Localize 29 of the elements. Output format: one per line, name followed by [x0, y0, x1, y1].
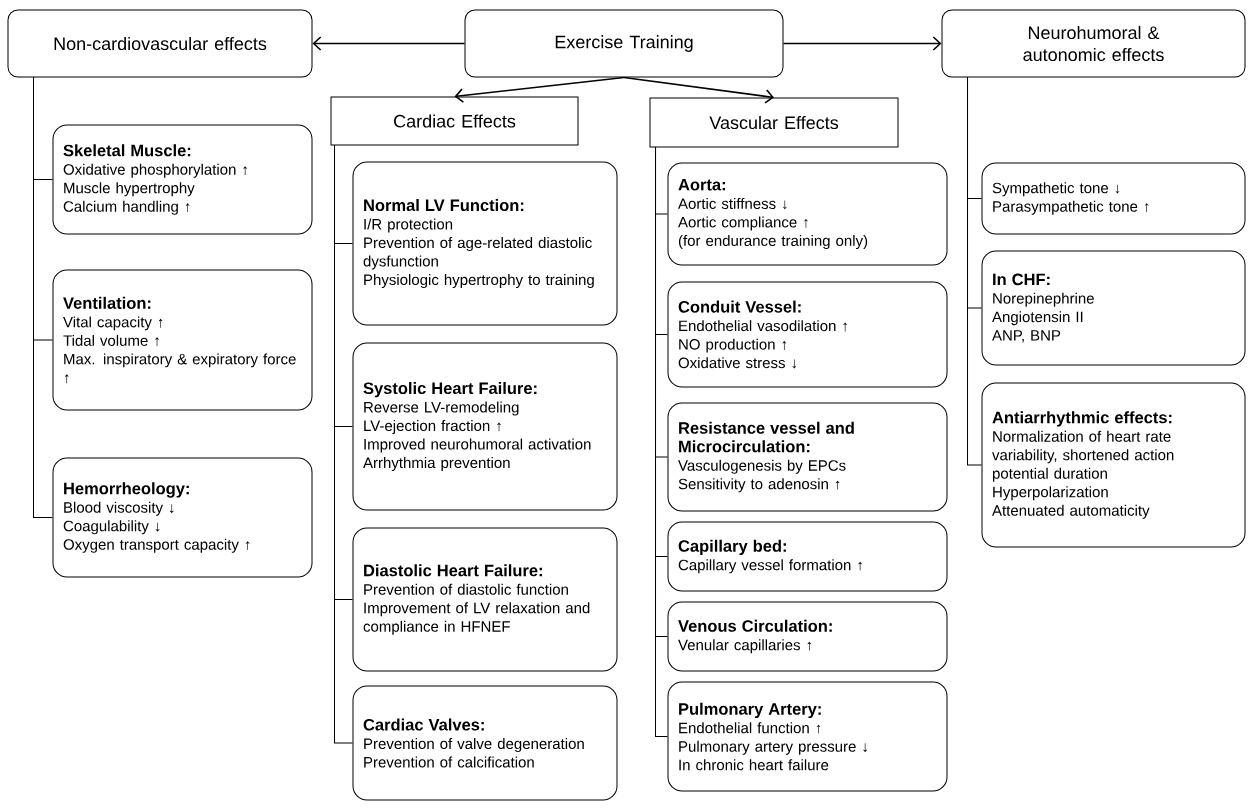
arrow	[454, 76, 625, 103]
effect-box: Diastolic Heart Failure: Prevention of diastolic function Improvement of LV relaxation and compliance in HFNEF	[352, 527, 618, 672]
effect-box: Pulmonary Artery: Endothelial function ↑ Pulmonary artery pressure ↓ In chronic heart failure	[667, 681, 948, 792]
effect-box: Sympathetic tone ↓ Parasympathetic tone ↑	[981, 162, 1246, 235]
effect-box: Normal LV Function: I/R protection Prevention of age-related diastolic dysfunction Physiologic hypertrophy to training	[352, 161, 618, 326]
connector-line	[655, 147, 668, 737]
effect-box: Hemorrheology: Blood viscosity ↓ Coagulability ↓ Oxygen transport capacity ↑	[52, 457, 313, 578]
effect-box: Aorta: Aortic stiffness ↓ Aortic compliance ↑ (for endurance training only)	[667, 162, 948, 266]
category-box: Cardiac Effects	[330, 96, 579, 146]
arrow	[782, 36, 942, 51]
effect-box: Skeletal Muscle: Oxidative phosphorylation ↑ Muscle hypertrophy Calcium handling ↑	[52, 124, 313, 235]
effect-box: Venous Circulation: Venular capillaries ↑	[667, 601, 948, 672]
heading-box: Exercise Training	[464, 9, 784, 78]
effect-box: In CHF: Norepinephrine Angiotensin II ANP, BNP	[981, 250, 1246, 366]
effect-box: Resistance vessel and Microcirculation: Vasculogenesis by EPCs Sensitivity to adenosin ↑	[667, 402, 948, 512]
effect-box: Systolic Heart Failure: Reverse LV-remodeling LV-ejection fraction ↑ Improved neurohumoral activation Arrhythmia prevention	[352, 342, 618, 511]
arrow	[312, 36, 466, 51]
effect-box: Cardiac Valves: Prevention of valve degeneration Prevention of calcification	[352, 685, 618, 801]
arrow	[623, 76, 774, 104]
effect-box: Conduit Vessel: Endothelial vasodilation ↑ NO production ↑ Oxidative stress ↓	[667, 281, 948, 388]
effect-box: Ventilation: Vital capacity ↑ Tidal volume ↑ Max. inspiratory & expiratory force ↑	[52, 269, 313, 411]
connector-line	[33, 77, 53, 518]
heading-box: Non-cardiovascular effects	[7, 9, 313, 78]
heading-box: Neurohumoral & autonomic effects	[941, 9, 1246, 78]
category-box: Vascular Effects	[649, 97, 899, 148]
effect-box: Antiarrhythmic effects: Normalization of heart rate variability, shortened action potential duration Hyperpolarization Attenuated automaticity	[981, 382, 1246, 548]
connector-line	[334, 145, 353, 744]
effect-box: Capillary bed: Capillary vessel formation ↑	[667, 521, 948, 592]
connector-line	[967, 77, 982, 466]
